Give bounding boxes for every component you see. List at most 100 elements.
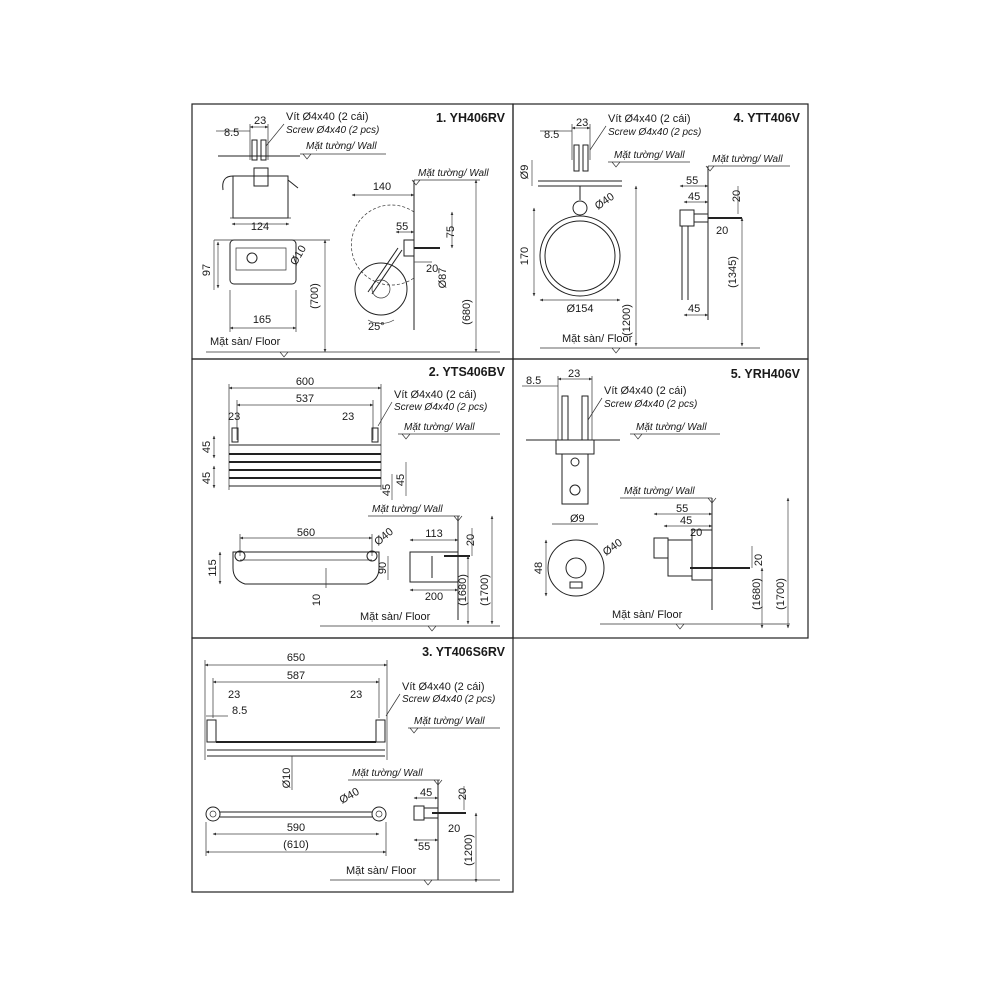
panel-yts406bv: 2. YTS406BV Vít Ø4x40 (2 cái) Screw Ø4x4…: [201, 365, 506, 632]
dim-600: 600: [296, 376, 314, 388]
dim-dia-9: Ø9: [519, 165, 531, 180]
holder-plan-view: 97 165 Ø10 (700): [201, 239, 330, 353]
dim-1700: (1700): [775, 578, 787, 610]
dim-45-bottom: 45: [688, 303, 700, 315]
dim-55: 55: [676, 503, 688, 515]
screw-label-vi: Vít Ø4x40 (2 cái): [286, 111, 369, 123]
panel-yt406s6rv: 3. YT406S6RV Vít Ø4x40 (2 cái) Screw Ø4x…: [204, 645, 506, 886]
dim-20-b: 20: [753, 554, 765, 566]
panel-title: 2. YTS406BV: [429, 365, 506, 379]
dim-55: 55: [418, 841, 430, 853]
dim-20-top: 20: [731, 190, 743, 202]
dim-23-right: 23: [350, 689, 362, 701]
dim-dia-40: Ø40: [338, 786, 362, 807]
floor-label: Mặt sàn/ Floor: [612, 609, 683, 621]
panel-yrh406v: 5. YRH406V Vít Ø4x40 (2 cái) Screw Ø4x40…: [522, 367, 801, 630]
wall-label: Mặt tường/ Wall: [404, 422, 475, 433]
dim-angle-25: 25°: [368, 321, 385, 333]
panel-frames: [191, 103, 809, 893]
screw-label-en: Screw Ø4x40 (2 pcs): [286, 125, 379, 136]
dim-1680: (1680): [457, 574, 469, 606]
dim-8-5: 8.5: [224, 127, 239, 139]
dim-20: 20: [465, 534, 477, 546]
dim-23-right: 23: [342, 411, 354, 423]
dim-537: 537: [296, 393, 314, 405]
dim-dia-87: Ø87: [437, 268, 449, 289]
shelf-side-view: Mặt tường/ Wall 113 20 200 (1680) (1700): [368, 504, 494, 625]
screw-label-vi: Vít Ø4x40 (2 cái): [394, 389, 477, 401]
dim-680: (680): [461, 299, 473, 325]
dim-8-5: 8.5: [232, 705, 247, 717]
towel-bar-side-view: Mặt tường/ Wall 45 20 20 55 (1200): [348, 768, 478, 883]
dim-90: 90: [377, 562, 389, 574]
dim-650: 650: [287, 652, 305, 664]
dim-75: 75: [445, 226, 457, 238]
wall-label: Mặt tường/ Wall: [372, 504, 443, 515]
towel-ring-front-view: 8.5 23 Ø9 Ø40 170 Ø154 (1200): [519, 117, 638, 347]
wall-label: Mặt tường/ Wall: [636, 422, 707, 433]
dim-700: (700): [309, 283, 321, 309]
screw-label-en: Screw Ø4x40 (2 pcs): [402, 694, 495, 705]
panel-title: 5. YRH406V: [731, 367, 801, 381]
dim-dia-40: Ø40: [372, 526, 396, 549]
floor-label: Mặt sàn/ Floor: [210, 336, 281, 348]
bracket-top-view: 8.5 23: [216, 115, 300, 161]
dim-55: 55: [686, 175, 698, 187]
dim-560: 560: [297, 527, 315, 539]
towel-ring-side-view: Mặt tường/ Wall 55 45 20 20 45 (1345): [679, 154, 790, 347]
dim-23: 23: [576, 117, 588, 129]
towel-bar-front-view: 650 587 23 23 8.5 Ø10: [204, 652, 388, 790]
dim-124: 124: [251, 221, 269, 233]
shelf-front-view: 600 537 23 23 45 45 45 45: [201, 376, 407, 500]
dim-587: 587: [287, 670, 305, 682]
panel-title: 1. YH406RV: [436, 111, 506, 125]
dim-dia-40: Ø40: [593, 191, 617, 213]
dim-23: 23: [254, 115, 266, 127]
dim-1680: (1680): [751, 578, 763, 610]
wall-label: Mặt tường/ Wall: [306, 141, 377, 152]
dim-1345: (1345): [727, 256, 739, 288]
panel-title: 3. YT406S6RV: [422, 645, 506, 659]
dim-45-top: 45: [688, 191, 700, 203]
dim-1200: (1200): [621, 304, 633, 336]
dim-dia-9: Ø9: [570, 513, 585, 525]
dim-165: 165: [253, 314, 271, 326]
shelf-plan-view: 560 10 115 Ø40 90: [207, 526, 396, 606]
dim-170: 170: [519, 247, 531, 265]
floor-label: Mặt sàn/ Floor: [562, 333, 633, 345]
towel-bar-plan-view: Ø40 590 (610): [205, 786, 387, 856]
dim-23: 23: [568, 368, 580, 380]
dim-1200: (1200): [463, 834, 475, 866]
robe-hook-side-view: Mặt tường/ Wall 55 45 20 20 (1680) (1700…: [620, 486, 790, 629]
dim-dia-10: Ø10: [288, 243, 309, 267]
dim-1700: (1700): [479, 574, 491, 606]
floor-label: Mặt sàn/ Floor: [346, 865, 417, 877]
dim-20-mid: 20: [448, 823, 460, 835]
holder-front-view: 124: [222, 167, 299, 233]
wall-label: Mặt tường/ Wall: [614, 150, 685, 161]
dim-20: 20: [426, 263, 438, 275]
panel-title: 4. YTT406V: [734, 111, 801, 125]
dim-dia-154: Ø154: [567, 303, 594, 315]
wall-label: Mặt tường/ Wall: [712, 154, 783, 165]
dim-20-mid: 20: [716, 225, 728, 237]
dim-dia-40: Ø40: [601, 537, 625, 559]
dim-45: 45: [680, 515, 692, 527]
screw-label-vi: Vít Ø4x40 (2 cái): [402, 681, 485, 693]
screw-label-en: Screw Ø4x40 (2 pcs): [394, 402, 487, 413]
screw-label-vi: Vít Ø4x40 (2 cái): [604, 385, 687, 397]
holder-side-view: 140 Mặt tường/ Wall 55 75 20 Ø87 (680) 2…: [351, 168, 489, 353]
dim-dia-10: Ø10: [281, 768, 293, 789]
wall-label: Mặt tường/ Wall: [352, 768, 423, 779]
dim-590: 590: [287, 822, 305, 834]
dim-48: 48: [533, 562, 545, 574]
dim-23-left: 23: [228, 411, 240, 423]
panel-ytt406v: 4. YTT406V Vít Ø4x40 (2 cái) Screw Ø4x40…: [519, 111, 801, 354]
dim-10: 10: [311, 594, 323, 606]
screw-label-vi: Vít Ø4x40 (2 cái): [608, 113, 691, 125]
wall-label: Mặt tường/ Wall: [624, 486, 695, 497]
dim-55: 55: [396, 221, 408, 233]
panel-yh406rv: 1. YH406RV Vít Ø4x40 (2 cái) Screw Ø4x40…: [201, 111, 506, 358]
